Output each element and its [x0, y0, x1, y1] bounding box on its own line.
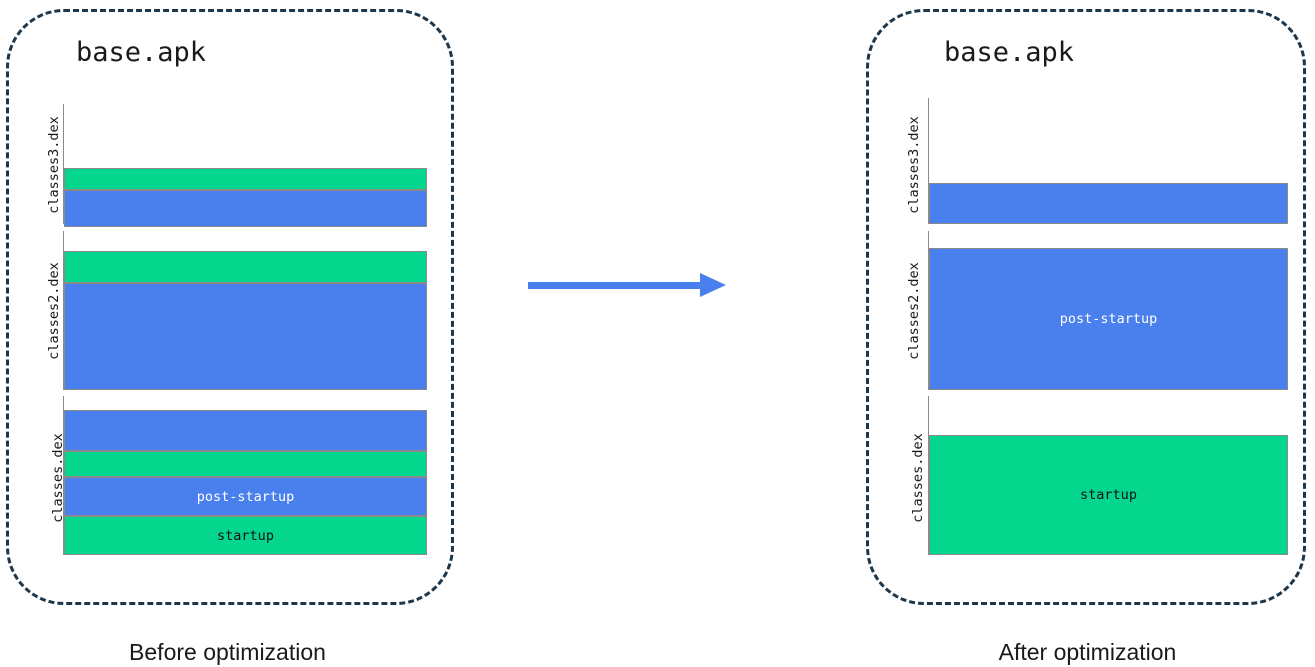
dex-label-classes3-after: classes3.dex	[906, 116, 922, 214]
dex-segment-post-startup	[64, 283, 427, 390]
caption-after: After optimization	[998, 639, 1177, 665]
dex-block-classes2-before	[63, 231, 427, 390]
dex-segment-startup-labeled: startup	[64, 516, 427, 555]
dex-segment-post-startup	[64, 190, 427, 227]
arrow-head-icon	[700, 273, 726, 297]
dex-segment-startup	[64, 451, 427, 477]
dex-segment-post-startup-labeled: post-startup	[64, 477, 427, 516]
dex-fills	[929, 98, 1288, 224]
dex-segment-empty	[929, 231, 1285, 248]
dex-fills	[64, 231, 427, 390]
dex-block-classes-before: post-startup startup	[63, 396, 427, 555]
dex-fills: post-startup	[929, 231, 1288, 390]
dex-block-classes3-after	[928, 98, 1288, 224]
dex-label-classes2-before: classes2.dex	[46, 262, 62, 360]
dex-segment-empty	[929, 396, 1285, 435]
dex-segment-empty	[64, 231, 424, 251]
dex-segment-empty	[64, 104, 424, 168]
apk-panel-after	[866, 9, 1306, 605]
dex-segment-startup-labeled: startup	[929, 435, 1288, 555]
dex-label-classes3-before: classes3.dex	[46, 116, 62, 214]
dex-block-classes2-after: post-startup	[928, 231, 1288, 390]
arrow-shaft	[528, 282, 703, 289]
dex-segment-post-startup	[64, 410, 427, 451]
caption-before: Before optimization	[129, 639, 326, 665]
dex-fills: startup	[929, 396, 1288, 555]
apk-panel-before	[6, 9, 454, 605]
dex-fills	[64, 104, 427, 227]
transition-arrow	[528, 273, 726, 298]
dex-label-classes2-after: classes2.dex	[906, 262, 922, 360]
dex-segment-post-startup-labeled: post-startup	[929, 248, 1288, 390]
apk-title-after: base.apk	[944, 37, 1075, 68]
dex-segment-empty	[929, 98, 1285, 183]
dex-block-classes-after: startup	[928, 396, 1288, 555]
dex-segment-startup	[64, 251, 427, 283]
dex-segment-empty	[64, 396, 424, 410]
dex-fills: post-startup startup	[64, 396, 427, 555]
dex-segment-post-startup	[929, 183, 1288, 224]
dex-segment-startup	[64, 168, 427, 190]
apk-title-before: base.apk	[76, 37, 207, 68]
dex-block-classes3-before	[63, 104, 427, 227]
dex-label-classes-after: classes.dex	[910, 433, 926, 523]
